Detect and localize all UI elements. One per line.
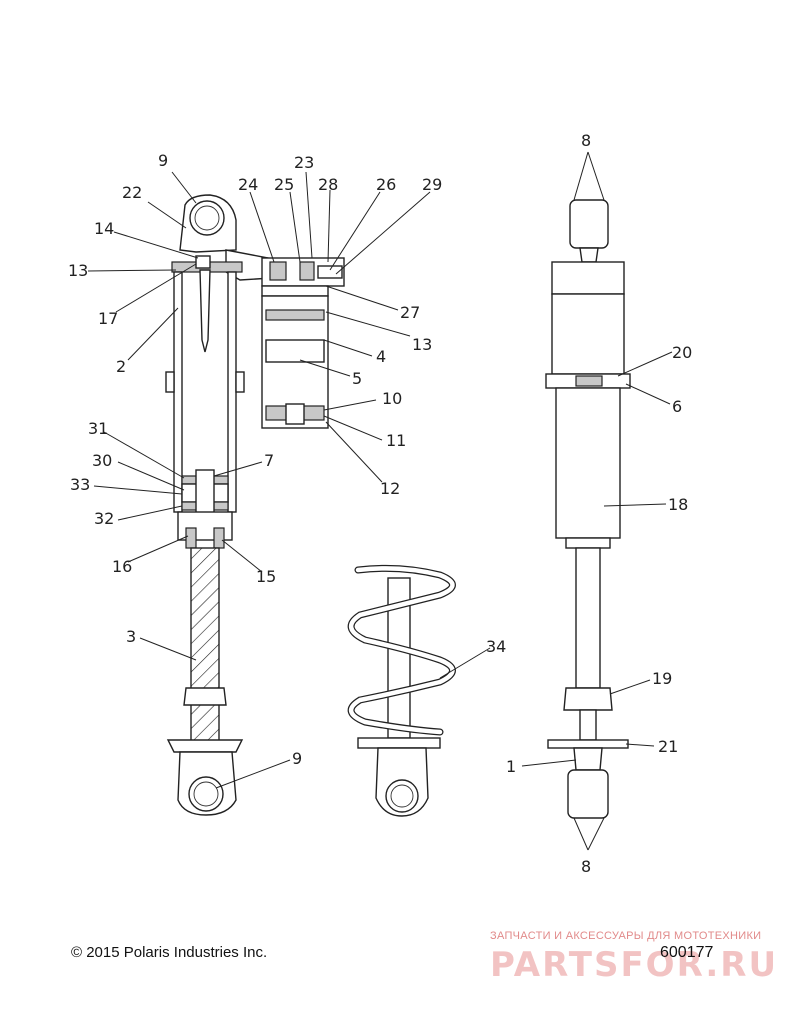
callout-23: 23: [294, 153, 314, 172]
callout-17: 17: [98, 309, 118, 328]
callout-5: 5: [352, 369, 362, 388]
leader-lines: [87, 151, 673, 851]
callout-25: 25: [274, 175, 294, 194]
diagram-number: 600177: [660, 944, 714, 961]
callout-28: 28: [318, 175, 338, 194]
callout-13-left: 13: [68, 261, 88, 280]
top-bolt: [195, 255, 211, 269]
callout-3: 3: [126, 627, 136, 646]
callout-22: 22: [122, 183, 142, 202]
spring-seat: [166, 739, 244, 753]
top-cap: [551, 261, 625, 295]
body-clip-right: [235, 371, 245, 393]
callout-21: 21: [658, 737, 678, 756]
callout-10: 10: [382, 389, 402, 408]
callout-26: 26: [376, 175, 396, 194]
reservoir-cap: [261, 285, 329, 297]
lower-spring-seat: [357, 737, 441, 749]
lower-seat: [547, 739, 629, 749]
sectioned-shock-assembly: [165, 194, 273, 816]
callout-12: 12: [380, 479, 400, 498]
watermark-logo: PARTSFOR.RU: [490, 945, 779, 985]
copyright-text: © 2015 Polaris Industries Inc.: [71, 944, 268, 961]
shaft: [190, 547, 220, 754]
spring-assembly: [347, 564, 456, 817]
top-bushing: [569, 199, 609, 249]
callout-30: 30: [92, 451, 112, 470]
callout-2: 2: [116, 357, 126, 376]
callout-33: 33: [70, 475, 90, 494]
upper-body: [551, 293, 625, 375]
callout-9-top: 9: [158, 151, 168, 170]
assembled-shock: [545, 199, 631, 819]
callout-29: 29: [422, 175, 442, 194]
body-wall-right: [227, 271, 237, 513]
callout-8-bottom: 8: [581, 857, 591, 876]
callouts: 9 22 14 13 17 2 24 25 23 28 26 29 27 13 …: [68, 131, 692, 876]
bumper: [563, 687, 613, 711]
watermark-tagline: ЗАПЧАСТИ И АКСЕССУАРЫ ДЛЯ МОТОТЕХНИКИ: [490, 930, 762, 942]
callout-7: 7: [264, 451, 274, 470]
metering-pin: [199, 269, 211, 353]
callout-27: 27: [400, 303, 420, 322]
bottom-bushing: [567, 769, 609, 819]
callout-6: 6: [672, 397, 682, 416]
callout-1: 1: [506, 757, 516, 776]
callout-15: 15: [256, 567, 276, 586]
callout-11: 11: [386, 431, 406, 450]
callout-13-right: 13: [412, 335, 432, 354]
callout-14: 14: [94, 219, 114, 238]
callout-18: 18: [668, 495, 688, 514]
callout-8-top: 8: [581, 131, 591, 150]
callout-24: 24: [238, 175, 258, 194]
callout-16: 16: [112, 557, 132, 576]
shaft-exposed: [575, 547, 601, 689]
callout-19: 19: [652, 669, 672, 688]
body-clip-left: [165, 371, 175, 393]
ifp: [265, 339, 325, 363]
callout-4: 4: [376, 347, 386, 366]
callout-20: 20: [672, 343, 692, 362]
reservoir-assembly: [261, 257, 345, 429]
callout-32: 32: [94, 509, 114, 528]
shock-body: [555, 387, 621, 539]
callout-31: 31: [88, 419, 108, 438]
callout-9-bottom: 9: [292, 749, 302, 768]
callout-34: 34: [486, 637, 506, 656]
bottom-out-bumper: [183, 687, 227, 706]
